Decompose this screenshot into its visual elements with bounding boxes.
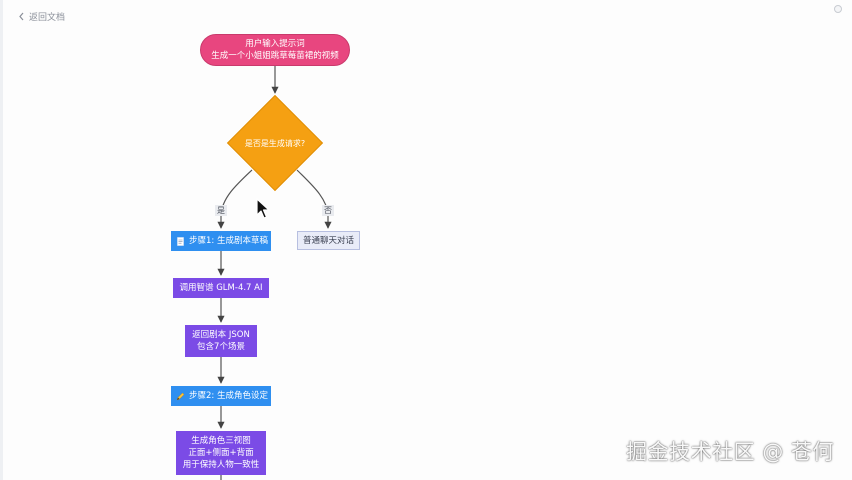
pencil-icon [176, 392, 185, 401]
chevron-left-icon [18, 12, 25, 21]
left-edge-bar [0, 0, 3, 480]
back-to-document-link[interactable]: 返回文档 [18, 9, 65, 23]
window-control-icon[interactable] [834, 5, 842, 13]
json-line1: 返回剧本 JSON [192, 330, 250, 340]
step2-label: 步骤2: 生成角色设定 [189, 391, 268, 401]
watermark-text: 掘金技术社区 @ 苍何 [626, 440, 834, 464]
json-node-return-script[interactable]: 返回剧本 JSON 包含7个场景 [185, 325, 257, 357]
step2-node-generate-character[interactable]: 步骤2: 生成角色设定 [171, 386, 271, 406]
edge-label-no: 否 [322, 205, 334, 216]
views-node-character-three-views[interactable]: 生成角色三视图 正面+侧面+背面 用于保持人物一致性 [176, 431, 266, 475]
views-line2: 正面+侧面+背面 [188, 448, 254, 458]
start-node-line1: 用户输入提示词 [245, 39, 305, 49]
step1-label: 步骤1: 生成剧本草稿 [189, 236, 268, 246]
document-icon [176, 236, 185, 246]
start-node-user-prompt[interactable]: 用户输入提示词 生成一个小姐姐跳草莓苗裙的视频 [200, 34, 350, 66]
mouse-pointer-icon [256, 198, 270, 224]
start-node-line2: 生成一个小姐姐跳草莓苗裙的视频 [211, 51, 339, 61]
chat-label: 普通聊天对话 [302, 235, 354, 246]
chat-node-normal-conversation[interactable]: 普通聊天对话 [297, 231, 360, 250]
json-line2: 包含7个场景 [197, 342, 245, 352]
step1-node-generate-script[interactable]: 步骤1: 生成剧本草稿 [171, 231, 271, 251]
decision-label: 是否是生成请求? [244, 138, 306, 148]
api-node-call-glm[interactable]: 调用智谱 GLM-4.7 AI [173, 278, 269, 298]
decision-node-is-generation[interactable]: 是否是生成请求? [226, 94, 324, 192]
views-line1: 生成角色三视图 [191, 436, 251, 446]
views-line3: 用于保持人物一致性 [182, 460, 260, 470]
edge-label-yes: 是 [215, 205, 227, 216]
api-label: 调用智谱 GLM-4.7 AI [179, 283, 263, 293]
back-link-label: 返回文档 [29, 12, 66, 23]
